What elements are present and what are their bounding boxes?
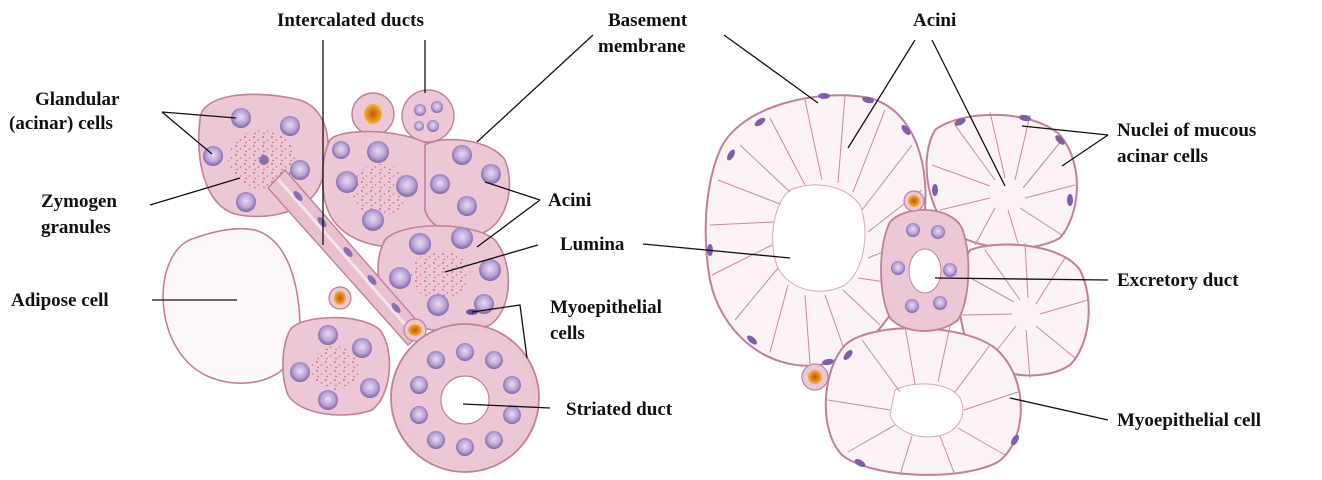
label-excretory: Excretory duct bbox=[1117, 270, 1239, 291]
serous-gland-section bbox=[163, 90, 539, 472]
label-lumina: Lumina bbox=[560, 234, 625, 255]
label-acini-left: Acini bbox=[548, 190, 591, 211]
label-nuclei-2: acinar cells bbox=[1117, 146, 1208, 167]
excretory-duct bbox=[881, 210, 968, 331]
capillary-mucous-bottom bbox=[802, 364, 828, 390]
label-basement-2: membrane bbox=[598, 36, 686, 57]
capillary-left bbox=[329, 287, 351, 309]
label-acini-right: Acini bbox=[913, 10, 956, 31]
label-myoepithelial-cell: Myoepithelial cell bbox=[1117, 410, 1261, 431]
striated-duct bbox=[391, 324, 539, 472]
label-myoepithelial-1: Myoepithelial bbox=[550, 297, 662, 318]
label-glandular-1: Glandular bbox=[35, 89, 120, 110]
acinus-lower-left bbox=[283, 318, 390, 415]
adipose-cell bbox=[163, 229, 300, 383]
label-zymogen-2: granules bbox=[41, 217, 111, 238]
mucous-acinus-bottom bbox=[826, 326, 1021, 475]
label-nuclei-1: Nuclei of mucous bbox=[1117, 120, 1256, 141]
label-intercalated: Intercalated ducts bbox=[277, 10, 424, 31]
label-striated: Striated duct bbox=[566, 399, 673, 420]
label-zymogen-1: Zymogen bbox=[41, 191, 117, 212]
mucous-gland-section bbox=[706, 93, 1089, 475]
label-glandular-2: (acinar) cells bbox=[9, 113, 113, 134]
label-adipose: Adipose cell bbox=[11, 290, 109, 311]
acinus-upper-right bbox=[425, 140, 509, 235]
label-myoepithelial-2: cells bbox=[550, 323, 585, 344]
capillary-mucous-top bbox=[904, 191, 924, 211]
label-basement-1: Basement bbox=[608, 10, 688, 31]
intercalated-duct-cross-section bbox=[402, 90, 454, 142]
